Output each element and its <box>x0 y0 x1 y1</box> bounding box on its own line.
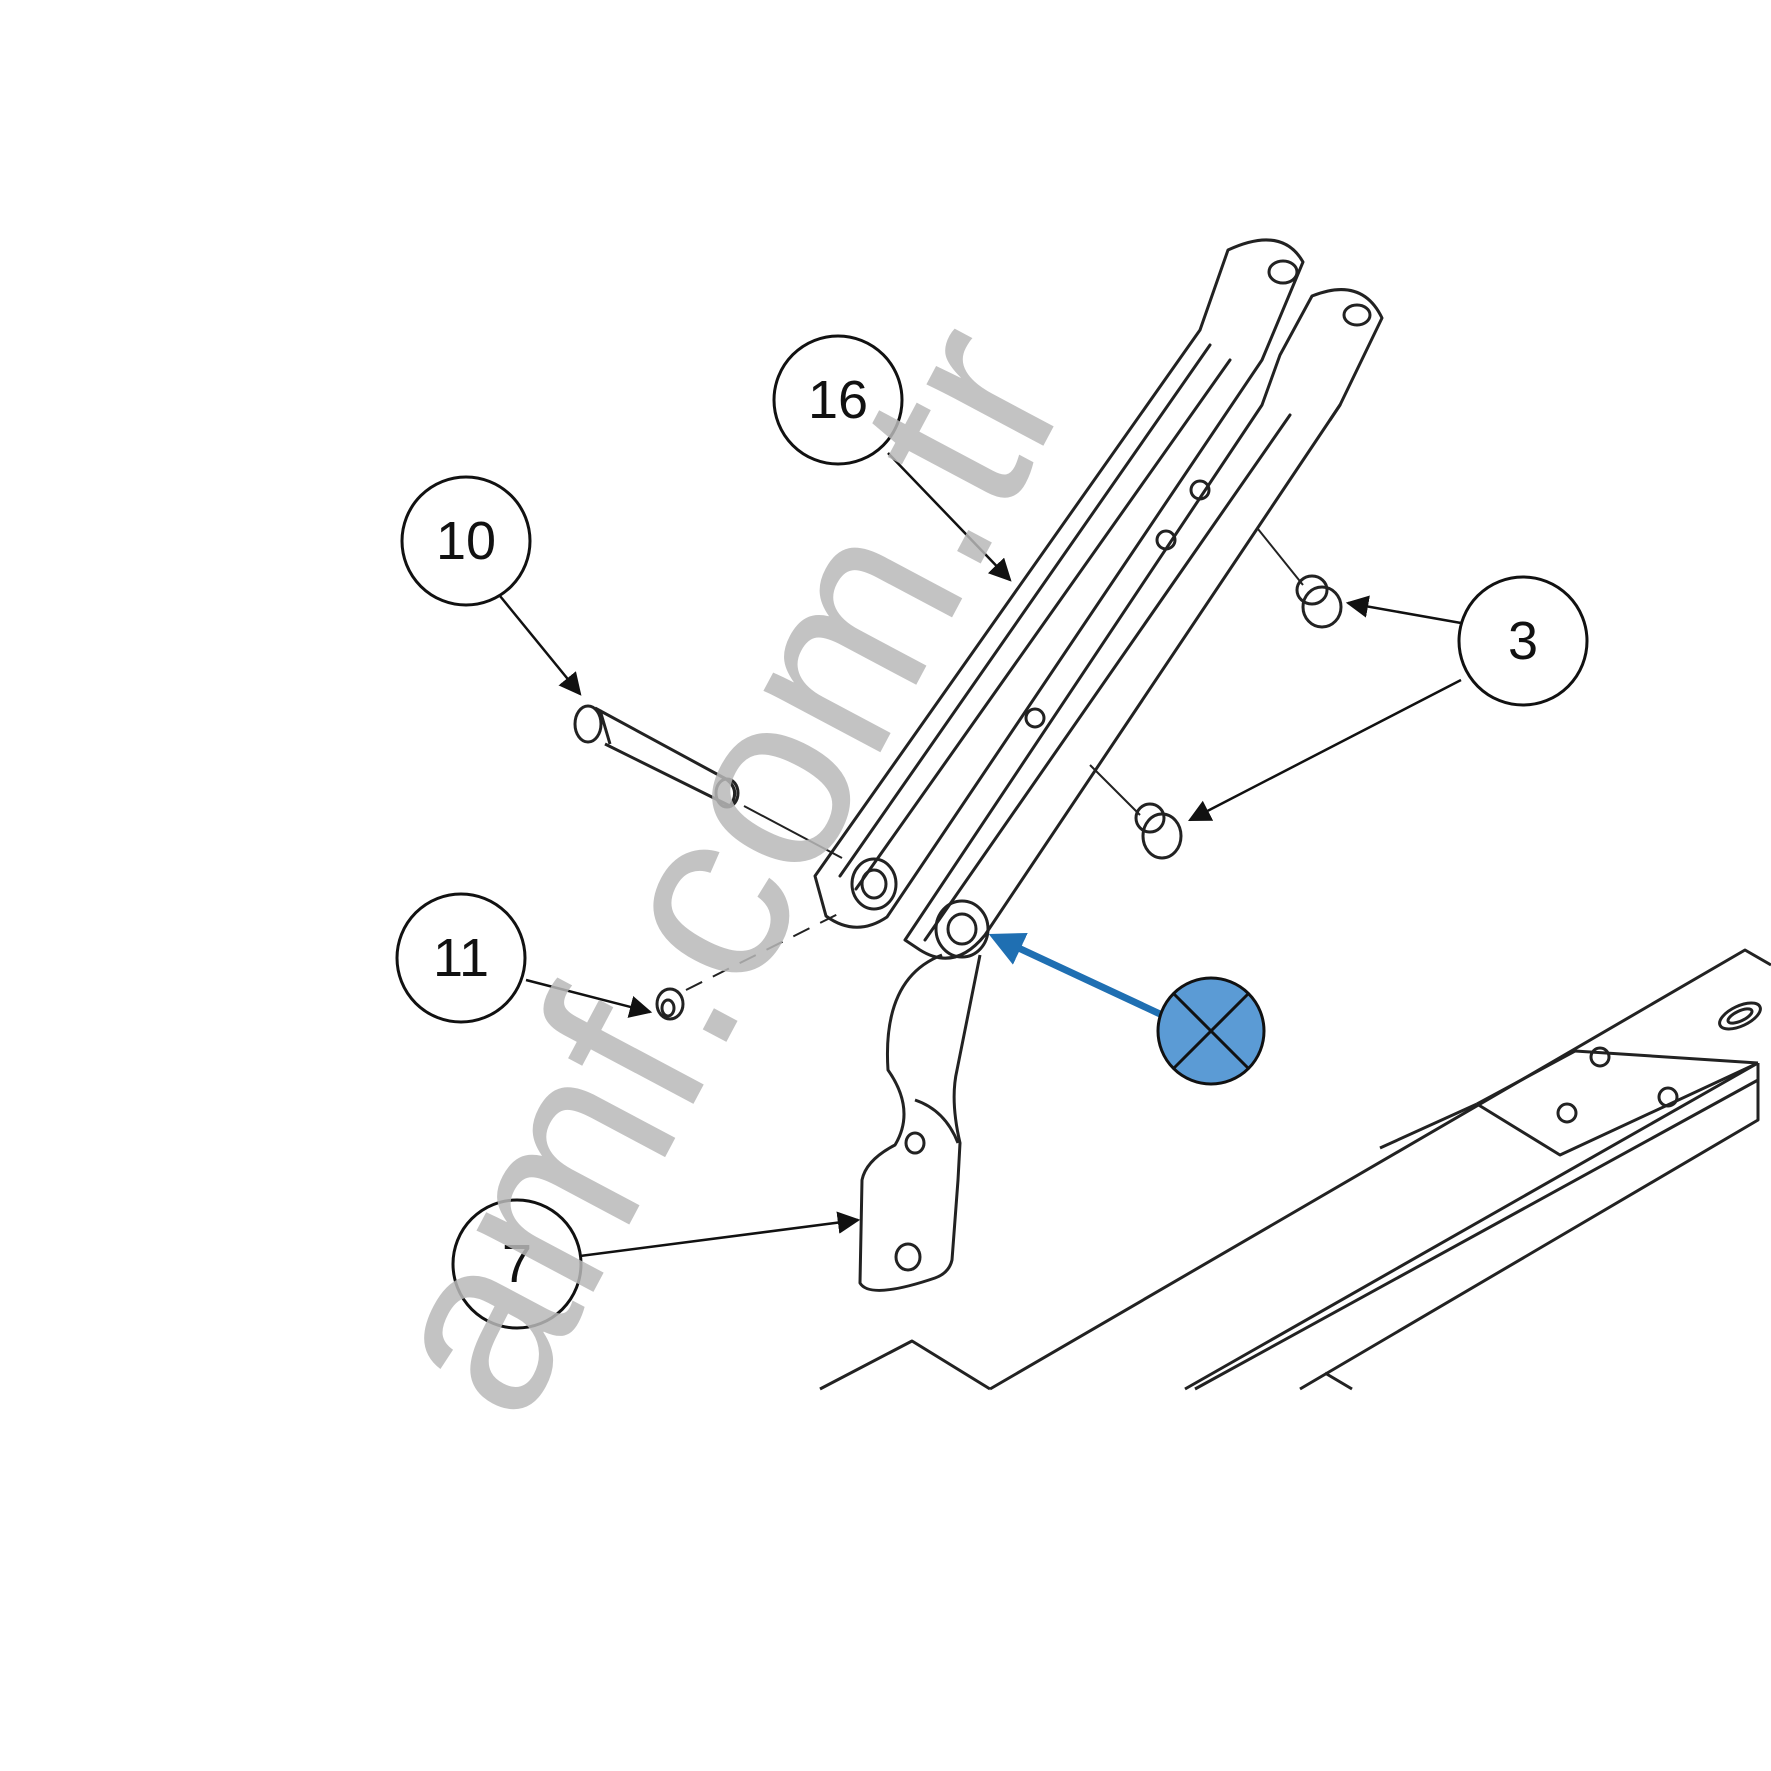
pin <box>573 704 740 809</box>
highlight-marker <box>988 932 1266 1086</box>
crossed-circle-icon <box>1156 976 1266 1086</box>
link-bar <box>858 953 982 1292</box>
washer <box>655 987 685 1021</box>
callout-circle <box>400 475 532 607</box>
callout-11: 11 <box>395 892 527 1024</box>
frame-rail <box>819 948 1771 1391</box>
callout-circle <box>451 1198 583 1330</box>
watermark: amf.com.tr <box>320 281 1121 1454</box>
callout-16: 16 <box>772 334 904 466</box>
callout-label: 11 <box>433 928 489 988</box>
callout-circle <box>772 334 904 466</box>
bolts <box>1134 574 1343 860</box>
callout-3: 3 <box>1457 575 1589 707</box>
assembly-axis-lines <box>685 528 1304 991</box>
callout-label: 16 <box>808 370 868 430</box>
leader-lines <box>499 452 1462 1258</box>
callout-label: 7 <box>502 1234 532 1294</box>
callout-circle <box>395 892 527 1024</box>
callout-label: 10 <box>436 511 496 571</box>
callout-label: 3 <box>1508 611 1538 671</box>
callout-10: 10 <box>400 475 532 607</box>
arm-assembly <box>813 238 1384 960</box>
callout-7: 7 <box>451 1198 583 1330</box>
callout-circle <box>1457 575 1589 707</box>
pointer-arrow <box>988 932 1162 1018</box>
